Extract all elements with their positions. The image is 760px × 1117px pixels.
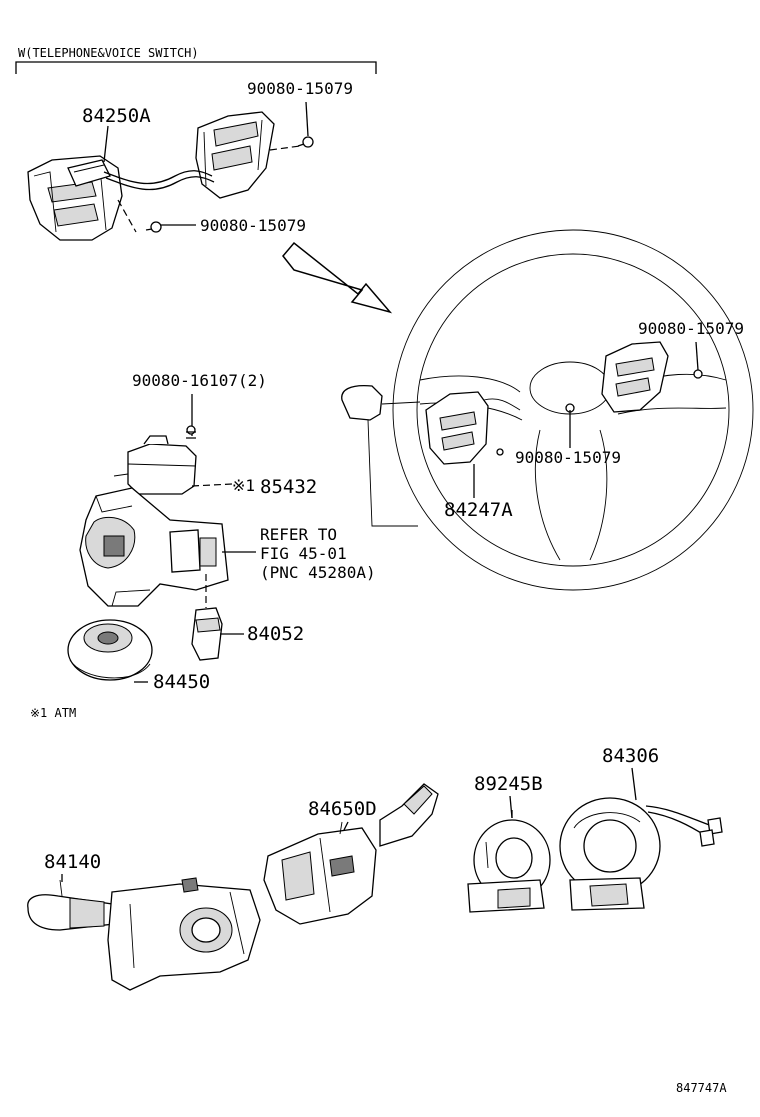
label-89245B: 89245B xyxy=(474,773,543,795)
part-89245B-sensor[interactable] xyxy=(467,810,551,913)
part-84450-ignition-switch[interactable] xyxy=(67,619,153,683)
label-84306: 84306 xyxy=(602,745,659,767)
refer-line-2: FIG 45-01 xyxy=(260,544,347,563)
label-85432: 85432 xyxy=(260,476,317,498)
label-84247A: 84247A xyxy=(444,499,513,521)
part-84140-turn-signal-switch[interactable] xyxy=(27,877,261,991)
footnote-atm: ※1 ATM xyxy=(30,706,76,720)
steering-column-lock[interactable] xyxy=(79,487,256,607)
label-90080-15079-left: 90080-15079 xyxy=(200,216,306,235)
screw-top-left[interactable] xyxy=(145,221,162,233)
part-84306-spiral-cable[interactable] xyxy=(559,797,723,911)
leader-lines xyxy=(61,101,699,882)
label-90080-16107: 90080-16107(2) xyxy=(132,371,267,390)
variant-header: W(TELEPHONE&VOICE SWITCH) xyxy=(15,46,377,74)
part-84650D-wiper-switch[interactable] xyxy=(263,783,439,925)
drawing-number: 847747A xyxy=(676,1081,727,1095)
part-85432-module[interactable] xyxy=(113,435,233,495)
part-84250A-switch-assembly[interactable] xyxy=(27,111,301,241)
refer-line-1: REFER TO xyxy=(260,525,337,544)
part-labels: 84250A 90080-15079 90080-15079 90080-150… xyxy=(30,79,744,1095)
label-note-mark: ※1 xyxy=(232,476,255,495)
screw-top-right[interactable] xyxy=(297,136,314,148)
label-90080-15079-top: 90080-15079 xyxy=(247,79,353,98)
direction-arrow xyxy=(282,241,393,314)
variant-bracket xyxy=(15,61,377,74)
label-84650D: 84650D xyxy=(308,798,377,820)
screw-90080-16107[interactable] xyxy=(186,394,196,439)
label-84052: 84052 xyxy=(247,623,304,645)
steering-wheel[interactable] xyxy=(341,229,754,591)
label-90080-15079-wheel-center: 90080-15079 xyxy=(515,448,621,467)
label-84140: 84140 xyxy=(44,851,101,873)
part-84052-switch[interactable] xyxy=(191,574,244,661)
label-84450: 84450 xyxy=(153,671,210,693)
variant-header-text: W(TELEPHONE&VOICE SWITCH) xyxy=(18,46,199,60)
label-90080-15079-wheel-right: 90080-15079 xyxy=(638,319,744,338)
label-84250A: 84250A xyxy=(82,105,151,127)
refer-line-3: (PNC 45280A) xyxy=(260,563,376,582)
